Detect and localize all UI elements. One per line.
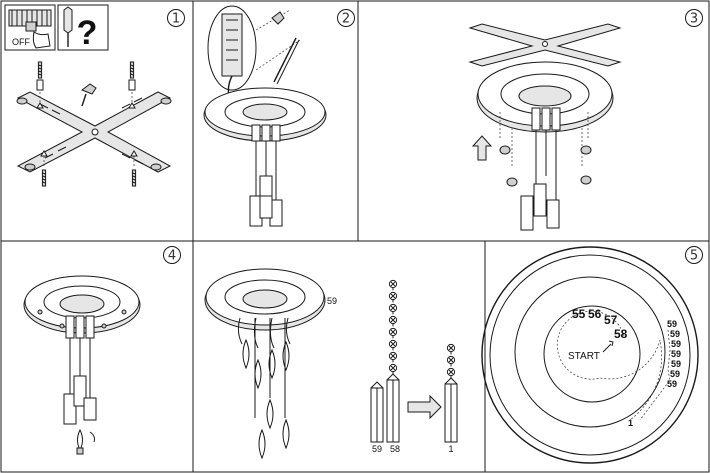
svg-text:1: 1 xyxy=(172,12,180,27)
svg-text:55: 55 xyxy=(572,307,586,321)
panel-step-3: 3 xyxy=(468,9,703,231)
spiral-path xyxy=(556,310,671,421)
rim-labels: 59 59 59 59 59 59 59 xyxy=(667,319,681,389)
svg-text:59: 59 xyxy=(670,369,680,379)
canopy-with-crystals: 59 xyxy=(204,268,337,460)
svg-text:59: 59 xyxy=(670,329,680,339)
sequence-labels: 55 56 57 58 xyxy=(572,307,628,341)
svg-text:56: 56 xyxy=(588,307,602,321)
mounting-cross-bracket xyxy=(16,91,172,173)
svg-text:5: 5 xyxy=(690,249,698,264)
svg-text:1: 1 xyxy=(448,444,453,454)
svg-text:59: 59 xyxy=(671,339,681,349)
panel-step-1: 1 OFF ? xyxy=(4,4,185,187)
mounting-screws xyxy=(499,112,592,187)
crystal-chain-short xyxy=(446,343,456,379)
crystal-rod-58: 58 xyxy=(386,373,400,454)
step-1-badge: 1 xyxy=(167,9,185,27)
power-off-icon: OFF xyxy=(4,4,56,51)
svg-text:59: 59 xyxy=(667,319,677,329)
canopy-top-view xyxy=(481,246,699,464)
wall-anchors xyxy=(36,61,138,187)
pendant-assembly xyxy=(520,107,561,231)
svg-text:58: 58 xyxy=(614,327,628,341)
svg-text:59: 59 xyxy=(671,359,681,369)
panel-crystal-rods: 59 59 58 xyxy=(204,268,458,460)
panel-step-5: 5 55 56 57 58 START 1 59 59 59 xyxy=(481,246,703,464)
svg-text:?: ? xyxy=(77,14,98,52)
svg-text:59: 59 xyxy=(372,444,382,454)
right-arrow-icon xyxy=(407,394,442,420)
svg-text:59: 59 xyxy=(671,349,681,359)
pendants-with-bulb xyxy=(63,315,97,455)
svg-text:3: 3 xyxy=(690,12,698,27)
crystal-rod-59: 59 xyxy=(370,381,384,454)
step-3-badge: 3 xyxy=(685,9,703,27)
step-5-badge: 5 xyxy=(685,246,703,264)
svg-text:2: 2 xyxy=(342,12,350,27)
svg-text:1: 1 xyxy=(628,418,633,428)
crystal-chain-strand xyxy=(388,279,398,375)
svg-text:4: 4 xyxy=(168,249,176,264)
crystal-rod-1: 1 xyxy=(444,377,458,454)
rod-position-59-label: 59 xyxy=(327,296,337,306)
tools-required-icon: ? xyxy=(57,4,109,52)
step-2-badge: 2 xyxy=(337,9,355,27)
svg-text:57: 57 xyxy=(604,313,618,327)
svg-text:START: START xyxy=(568,351,600,362)
ceiling-bracket xyxy=(468,23,622,67)
up-arrow-icon xyxy=(471,135,493,161)
panel-step-4: 4 xyxy=(23,246,181,455)
end-marker: 1 xyxy=(628,418,633,428)
wiring-detail xyxy=(207,5,301,101)
hammer-drill-icon xyxy=(80,83,97,107)
canopy-installed xyxy=(23,275,141,334)
svg-text:59: 59 xyxy=(667,379,677,389)
svg-text:58: 58 xyxy=(390,444,400,454)
svg-text:OFF: OFF xyxy=(12,37,30,47)
canopy-raised xyxy=(476,61,614,133)
start-marker: START xyxy=(568,340,614,362)
pendant-tubes xyxy=(249,124,283,227)
step-4-badge: 4 xyxy=(163,246,181,264)
panel-step-2: 2 xyxy=(203,5,355,227)
